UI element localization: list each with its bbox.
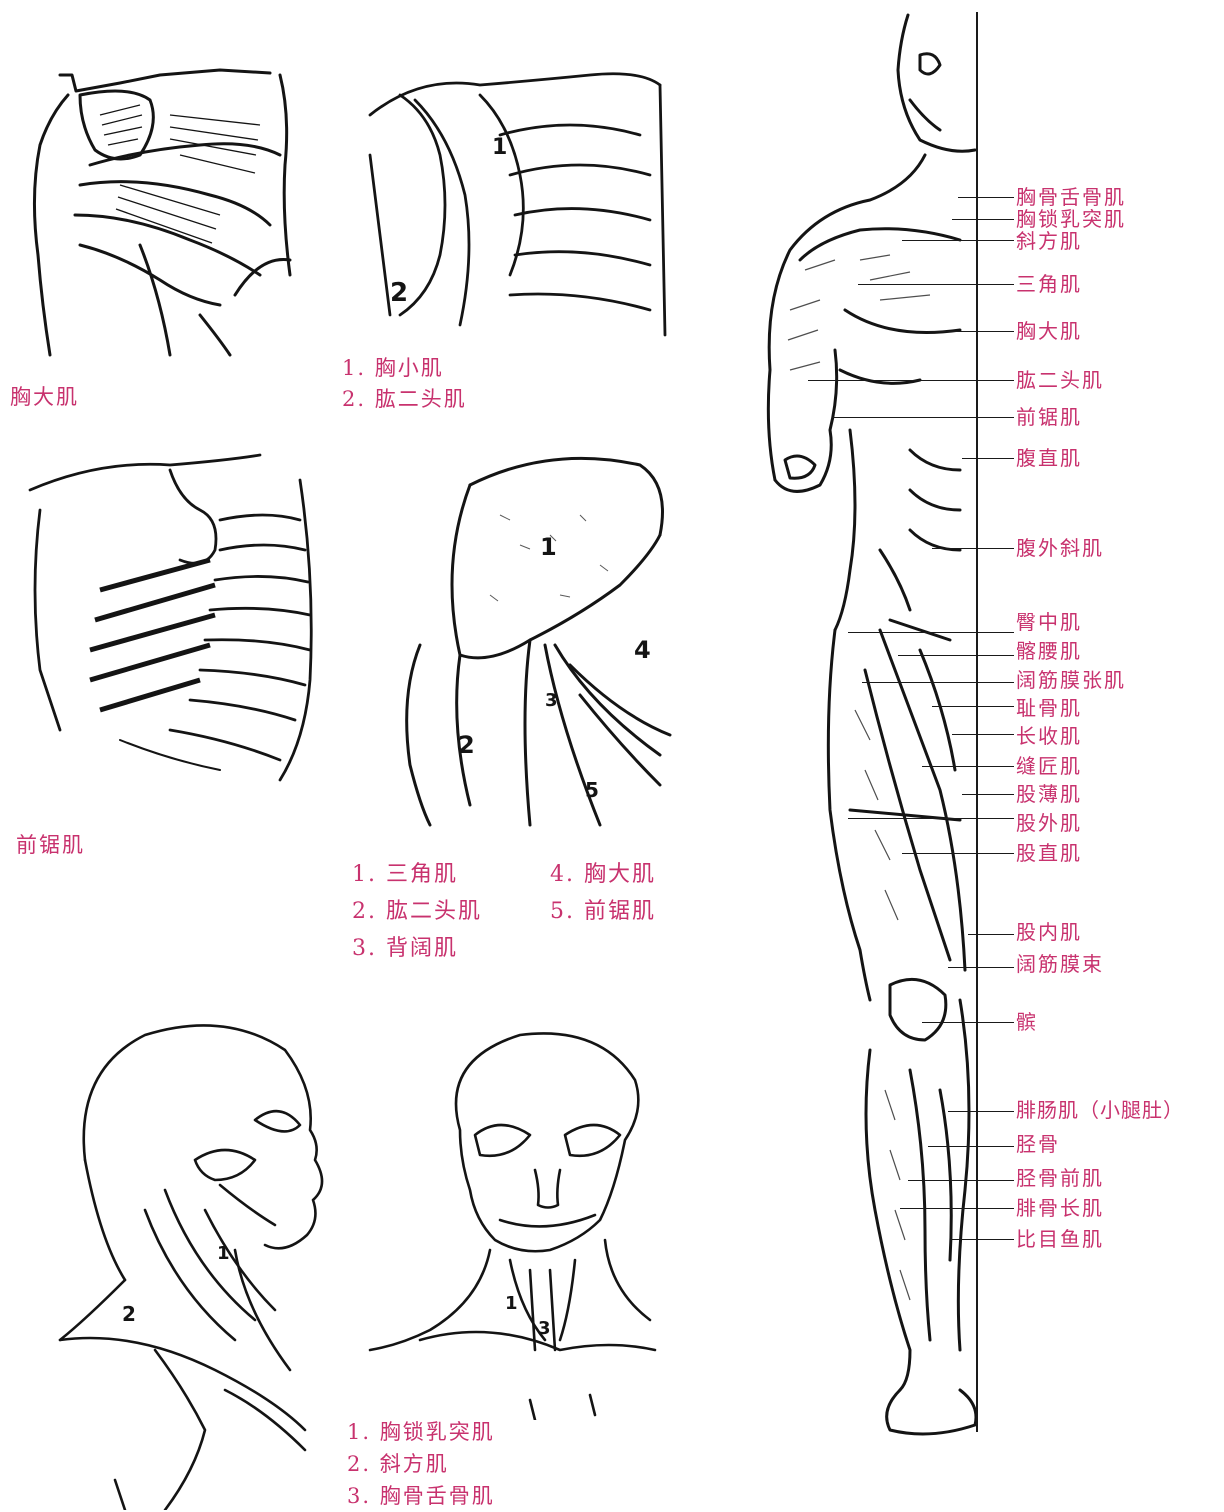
label-vastus-lateralis: 股外肌 bbox=[1016, 811, 1082, 835]
neck-side-number-2: 2 bbox=[122, 1302, 136, 1326]
label-sartorius: 缝匠肌 bbox=[1016, 754, 1082, 778]
leader-line bbox=[962, 794, 1014, 795]
neck-front-drawing bbox=[360, 1020, 660, 1420]
leader-line bbox=[900, 1208, 1014, 1209]
pec-minor-number-1: 1 bbox=[492, 135, 507, 160]
label-rectus-abdominis: 腹直肌 bbox=[1016, 446, 1082, 470]
leader-line bbox=[950, 1239, 1014, 1240]
pectoralis-major-drawing bbox=[20, 55, 320, 375]
pec-minor-caption-2: 2. 肱二头肌 bbox=[342, 384, 467, 414]
leader-line bbox=[952, 219, 1014, 220]
label-patella: 髌 bbox=[1016, 1010, 1038, 1034]
leader-line bbox=[862, 682, 1014, 683]
leader-line bbox=[962, 458, 1014, 459]
leader-line bbox=[848, 632, 1014, 633]
serratus-anterior-caption: 前锯肌 bbox=[16, 830, 85, 860]
label-pectineus: 耻骨肌 bbox=[1016, 696, 1082, 720]
shoulder-caption-2: 2. 肱二头肌 bbox=[352, 895, 482, 929]
leader-line bbox=[908, 1180, 1014, 1181]
shoulder-number-1: 1 bbox=[540, 533, 557, 561]
leader-line bbox=[832, 417, 1014, 418]
leader-line bbox=[948, 1111, 1014, 1112]
label-pectoralis-major: 胸大肌 bbox=[1016, 319, 1082, 343]
shoulder-caption-5: 5. 前锯肌 bbox=[550, 895, 656, 929]
label-tibialis-anterior: 胫骨前肌 bbox=[1016, 1166, 1104, 1190]
label-adductor-longus: 长收肌 bbox=[1016, 724, 1082, 748]
label-peroneus-longus: 腓骨长肌 bbox=[1016, 1196, 1104, 1220]
neck-caption-3: 3. 胸骨舌骨肌 bbox=[347, 1481, 495, 1511]
label-biceps: 肱二头肌 bbox=[1016, 368, 1104, 392]
full-body-muscle-figure bbox=[760, 10, 990, 1440]
label-rectus-femoris: 股直肌 bbox=[1016, 841, 1082, 865]
neck-front-number-3: 3 bbox=[538, 1318, 551, 1339]
label-gracilis: 股薄肌 bbox=[1016, 782, 1082, 806]
leader-line bbox=[932, 548, 1014, 549]
label-sternohyoid: 胸骨舌骨肌 bbox=[1016, 185, 1126, 209]
leader-line bbox=[902, 853, 1014, 854]
leader-line bbox=[928, 1146, 1014, 1147]
leader-line bbox=[928, 331, 1014, 332]
label-iliopsoas: 髂腰肌 bbox=[1016, 639, 1082, 663]
label-tibia: 胫骨 bbox=[1016, 1132, 1060, 1156]
label-sternocleidomastoid: 胸锁乳突肌 bbox=[1016, 207, 1126, 231]
neck-caption-2: 2. 斜方肌 bbox=[347, 1449, 449, 1479]
figure-centerline bbox=[976, 12, 978, 1432]
label-soleus: 比目鱼肌 bbox=[1016, 1227, 1104, 1251]
shoulder-caption-1: 1. 三角肌 bbox=[352, 858, 458, 892]
shoulder-number-2: 2 bbox=[458, 731, 475, 759]
label-deltoid: 三角肌 bbox=[1016, 272, 1082, 296]
pec-minor-number-2: 2 bbox=[390, 278, 408, 308]
label-gluteus-medius: 臀中肌 bbox=[1016, 610, 1082, 634]
leader-line bbox=[952, 734, 1014, 735]
label-vastus-medialis: 股内肌 bbox=[1016, 920, 1082, 944]
leader-line bbox=[958, 197, 1014, 198]
leader-line bbox=[848, 818, 1014, 819]
leader-line bbox=[808, 380, 1014, 381]
leader-line bbox=[968, 934, 1014, 935]
leader-line bbox=[932, 706, 1014, 707]
label-gastrocnemius: 腓肠肌（小腿肚） bbox=[1016, 1098, 1184, 1122]
label-iliotibial-band: 阔筋膜束 bbox=[1016, 952, 1104, 976]
serratus-anterior-drawing bbox=[20, 440, 330, 800]
shoulder-number-5: 5 bbox=[585, 778, 599, 802]
label-serratus-anterior: 前锯肌 bbox=[1016, 405, 1082, 429]
leader-line bbox=[948, 967, 1014, 968]
shoulder-caption-3: 3. 背阔肌 bbox=[352, 932, 458, 966]
leader-line bbox=[858, 284, 1014, 285]
leader-line bbox=[922, 1022, 1014, 1023]
label-tensor-fasciae-latae: 阔筋膜张肌 bbox=[1016, 668, 1126, 692]
shoulder-number-4: 4 bbox=[634, 636, 651, 664]
neck-side-number-1: 1 bbox=[217, 1243, 230, 1264]
leader-line bbox=[902, 240, 1014, 241]
shoulder-number-3: 3 bbox=[545, 690, 558, 711]
pec-minor-caption-1: 1. 胸小肌 bbox=[342, 353, 444, 383]
neck-front-number-1: 1 bbox=[505, 1293, 518, 1314]
neck-side-drawing bbox=[45, 1010, 345, 1510]
leader-line bbox=[922, 766, 1014, 767]
label-external-oblique: 腹外斜肌 bbox=[1016, 536, 1104, 560]
leader-line bbox=[898, 655, 1014, 656]
shoulder-caption-4: 4. 胸大肌 bbox=[550, 858, 656, 892]
pectoralis-major-caption: 胸大肌 bbox=[10, 382, 79, 412]
neck-caption-1: 1. 胸锁乳突肌 bbox=[347, 1417, 495, 1447]
label-trapezius: 斜方肌 bbox=[1016, 229, 1082, 253]
